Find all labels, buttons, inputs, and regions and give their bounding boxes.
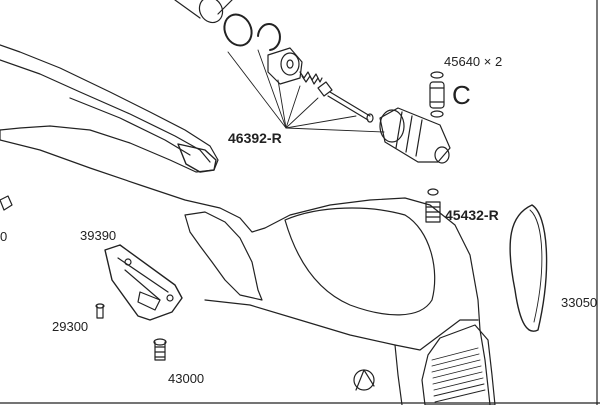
leader-lines-46392 [227, 49, 385, 133]
stock-thumbhole [284, 207, 436, 316]
stock-butt-pad-ribs [431, 347, 486, 403]
label-33050: 33050 [561, 295, 597, 310]
stock-butt-edge [394, 344, 403, 405]
piston-cylinder-part [267, 47, 303, 85]
band-part-33050-inner [529, 209, 543, 323]
valve-body-part [379, 107, 451, 164]
label-45640: 45640 × 2 [444, 54, 502, 69]
stock-logo-emblem [353, 369, 375, 391]
stock-cheek-pad [177, 143, 217, 173]
label-edge-fragment: 0 [0, 229, 7, 244]
rifle-stock [0, 44, 496, 405]
guard-plate-39390 [104, 244, 183, 321]
stock-forend-groove [69, 97, 191, 156]
label-46392-R: 46392-R [228, 130, 282, 146]
retaining-clip [257, 23, 281, 51]
band-part-33050 [509, 204, 548, 332]
label-c-marker: C [452, 80, 471, 110]
spring-part [299, 71, 323, 85]
cylinder-tube [174, 0, 233, 24]
o-ring-large [223, 13, 253, 47]
label-29300: 29300 [52, 319, 88, 334]
stock-lower-outline [0, 129, 491, 405]
edge-part-left [0, 195, 13, 211]
plug-part-45432 [425, 188, 441, 223]
seal-stack-45640 [429, 71, 445, 118]
stock-forend-inner [0, 59, 211, 163]
label-39390: 39390 [80, 228, 116, 243]
stock-forend-outline [0, 44, 219, 173]
screw-43000 [153, 338, 167, 361]
label-43000: 43000 [168, 371, 204, 386]
stock-trigger-guard [184, 211, 263, 301]
screw-29300 [95, 303, 105, 319]
valve-pin-part [317, 81, 374, 123]
label-45432-R: 45432-R [445, 207, 499, 223]
stock-butt-pad [421, 324, 496, 405]
